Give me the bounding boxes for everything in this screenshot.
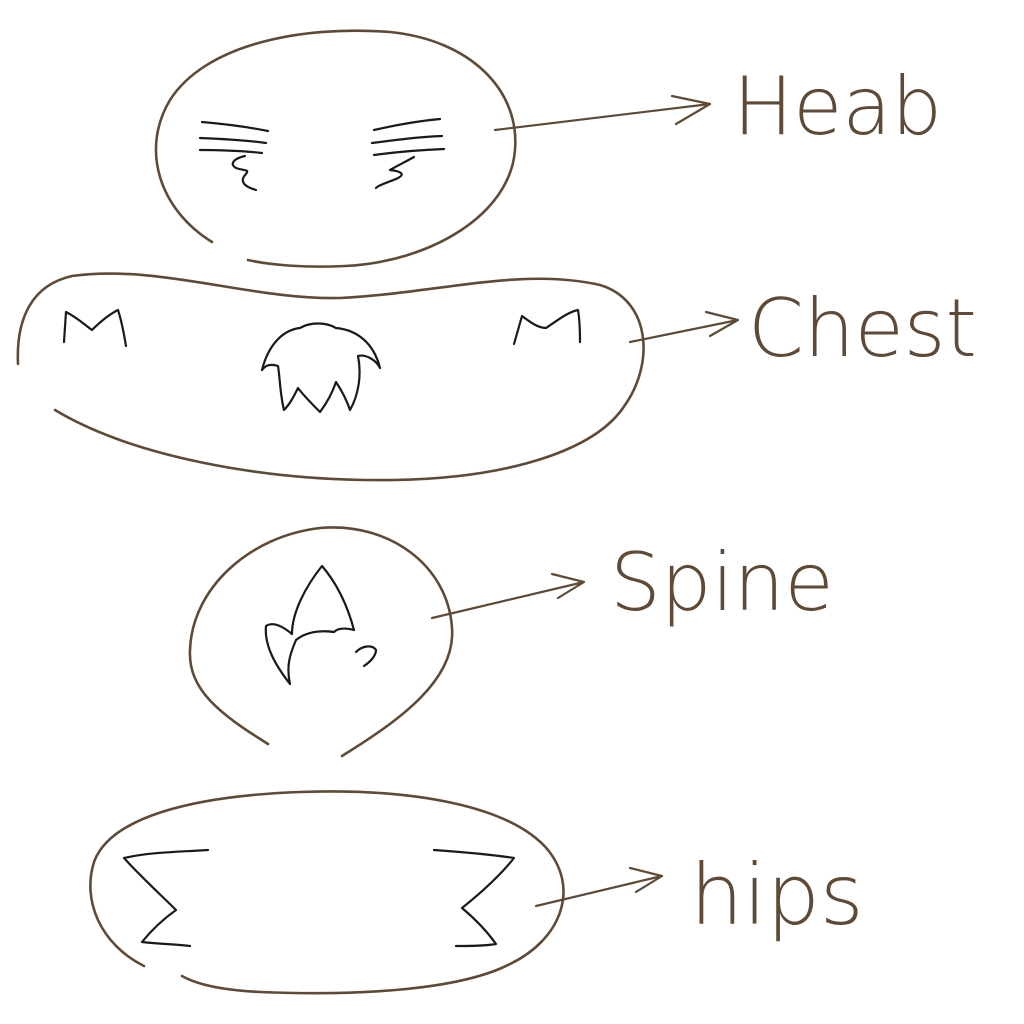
head-left-marks	[198, 120, 270, 192]
spine-shape	[188, 526, 454, 758]
head-shape	[154, 29, 517, 268]
hips-right-mark	[432, 848, 516, 948]
spine-group: Spine	[188, 526, 834, 758]
chest-label: Chest	[748, 282, 977, 375]
spine-small-mark	[354, 645, 378, 668]
head-arrow	[493, 94, 712, 132]
chest-arrow	[628, 310, 740, 344]
spine-label: Spine	[610, 536, 834, 629]
chest-group: Chest	[16, 272, 977, 482]
chest-right-mark	[512, 308, 582, 346]
chest-left-mark	[62, 308, 128, 348]
hips-left-mark	[122, 848, 210, 948]
hips-shape	[89, 790, 565, 995]
hips-arrow	[534, 866, 664, 908]
head-label: Heab	[733, 60, 942, 153]
hips-group: hips	[89, 790, 864, 995]
hips-label: hips	[690, 846, 864, 944]
chest-center-mark	[260, 322, 382, 414]
spine-arrow	[430, 572, 586, 620]
head-right-marks	[370, 117, 446, 190]
chest-shape	[16, 272, 645, 482]
head-group: Heab	[154, 29, 942, 268]
spine-flame-mark	[264, 564, 356, 686]
